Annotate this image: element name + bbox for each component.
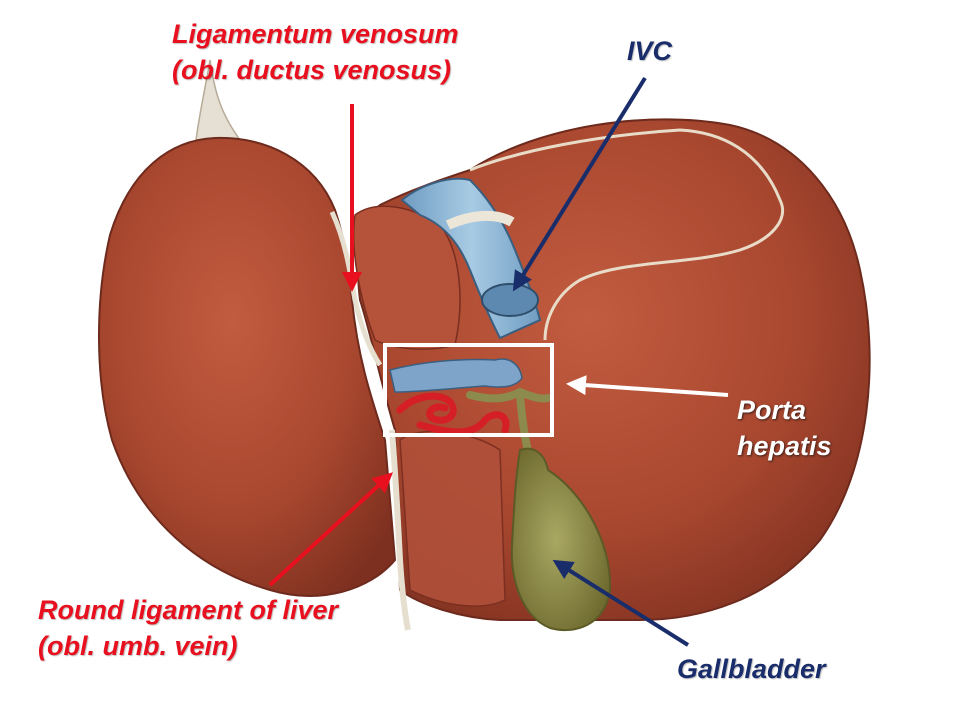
ligamentum-venosum-structure [329,210,383,367]
portal-vein [389,358,523,393]
label-gallbladder-text: Gallbladder [677,654,826,684]
hepatic-artery [396,392,510,436]
label-ivc-text: IVC [627,36,673,66]
label-round-ligament-line1: Round ligament of liver [38,595,339,625]
label-ligamentum-venosum-line1: Ligamentum venosum [172,19,459,49]
ivc-band [445,210,515,230]
label-porta-hepatis-line1: Porta [737,395,807,425]
porta-hepatis-box [383,343,554,437]
label-ivc: IVC [627,33,672,69]
label-round-ligament-line2: (obl. umb. vein) [38,631,238,661]
gallbladder-arrow [552,559,690,647]
porta-hepatis-arrow [566,375,729,397]
liver-left-lobe [98,136,397,597]
label-porta-hepatis: Porta hepatis [737,392,832,464]
label-ligamentum-venosum: Ligamentum venosum (obl. ductus venosus) [172,16,459,88]
round-ligament-structure [389,429,411,631]
ivc-arrow [512,76,647,292]
label-ligamentum-venosum-line2: (obl. ductus venosus) [172,55,452,85]
quadrate-lobe [399,430,506,607]
label-round-ligament: Round ligament of liver (obl. umb. vein) [38,592,338,664]
label-gallbladder: Gallbladder [677,651,826,687]
ivc-lumen [481,283,539,317]
gallbladder-structure [510,447,612,632]
triangular-ligament [195,59,242,141]
label-porta-hepatis-line2: hepatis [737,431,832,461]
round-ligament-arrow [268,472,393,587]
